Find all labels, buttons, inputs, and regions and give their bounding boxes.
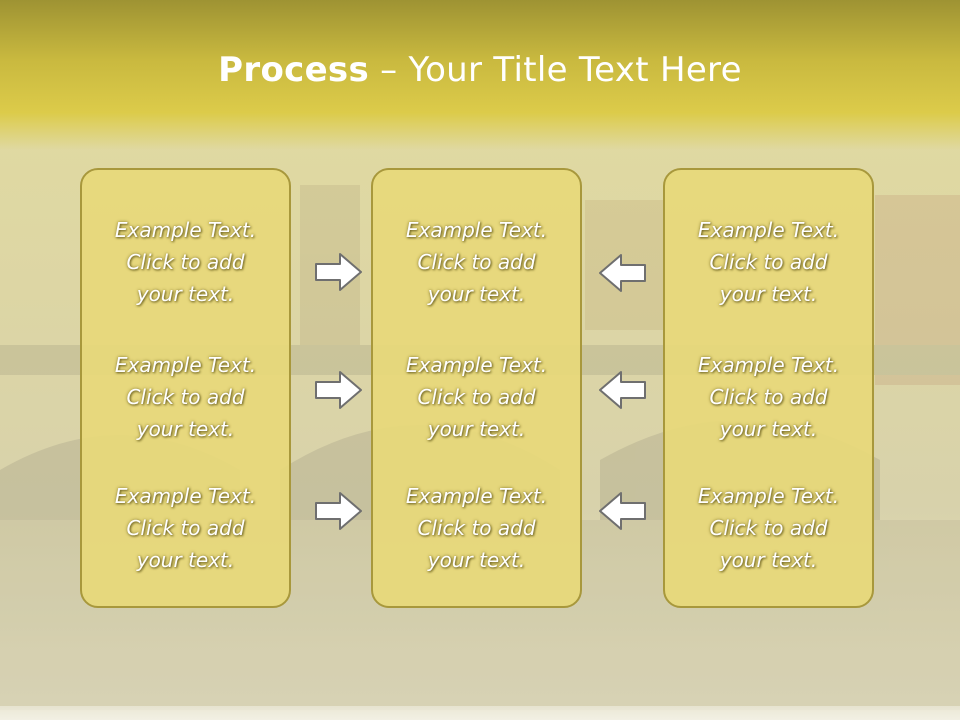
arrow-left-icon — [599, 254, 646, 292]
text-block[interactable]: Example Text. Click to add your text. — [82, 480, 289, 576]
arrow-left-icon — [599, 371, 646, 409]
text-line: your text. — [136, 548, 235, 572]
text-line: your text. — [427, 417, 526, 441]
arrow-left-icon — [599, 492, 646, 530]
text-line: Example Text. — [114, 484, 257, 508]
text-line: Example Text. — [405, 218, 548, 242]
text-line: Example Text. — [697, 218, 840, 242]
text-line: Click to add — [126, 385, 245, 409]
text-line: your text. — [719, 417, 818, 441]
text-line: your text. — [719, 282, 818, 306]
arrow-right-icon — [315, 371, 362, 409]
text-line: your text. — [427, 548, 526, 572]
process-column-1[interactable]: Example Text. Click to add your text. Ex… — [80, 168, 291, 608]
text-line: Click to add — [126, 516, 245, 540]
text-line: Click to add — [417, 516, 536, 540]
text-line: Example Text. — [697, 484, 840, 508]
title-rest: – Your Title Text Here — [369, 50, 742, 90]
text-line: Click to add — [417, 385, 536, 409]
text-line: your text. — [427, 282, 526, 306]
text-block[interactable]: Example Text. Click to add your text. — [665, 480, 872, 576]
text-line: Click to add — [709, 516, 828, 540]
text-line: Click to add — [126, 250, 245, 274]
text-line: your text. — [719, 548, 818, 572]
text-block[interactable]: Example Text. Click to add your text. — [82, 214, 289, 310]
text-line: Click to add — [709, 250, 828, 274]
text-block[interactable]: Example Text. Click to add your text. — [82, 349, 289, 445]
text-line: Example Text. — [405, 353, 548, 377]
text-block[interactable]: Example Text. Click to add your text. — [373, 349, 580, 445]
title-bold: Process — [218, 50, 370, 90]
text-line: Example Text. — [697, 353, 840, 377]
text-block[interactable]: Example Text. Click to add your text. — [665, 349, 872, 445]
process-column-2[interactable]: Example Text. Click to add your text. Ex… — [371, 168, 582, 608]
text-block[interactable]: Example Text. Click to add your text. — [373, 214, 580, 310]
slide-title[interactable]: Process – Your Title Text Here — [0, 50, 960, 90]
text-line: Example Text. — [114, 353, 257, 377]
title-bar — [0, 0, 960, 150]
text-line: Example Text. — [405, 484, 548, 508]
text-block[interactable]: Example Text. Click to add your text. — [373, 480, 580, 576]
text-line: your text. — [136, 417, 235, 441]
arrow-right-icon — [315, 253, 362, 291]
text-line: Click to add — [417, 250, 536, 274]
footer-strip — [0, 706, 960, 720]
text-line: your text. — [136, 282, 235, 306]
process-column-3[interactable]: Example Text. Click to add your text. Ex… — [663, 168, 874, 608]
text-line: Example Text. — [114, 218, 257, 242]
arrow-right-icon — [315, 492, 362, 530]
text-block[interactable]: Example Text. Click to add your text. — [665, 214, 872, 310]
text-line: Click to add — [709, 385, 828, 409]
